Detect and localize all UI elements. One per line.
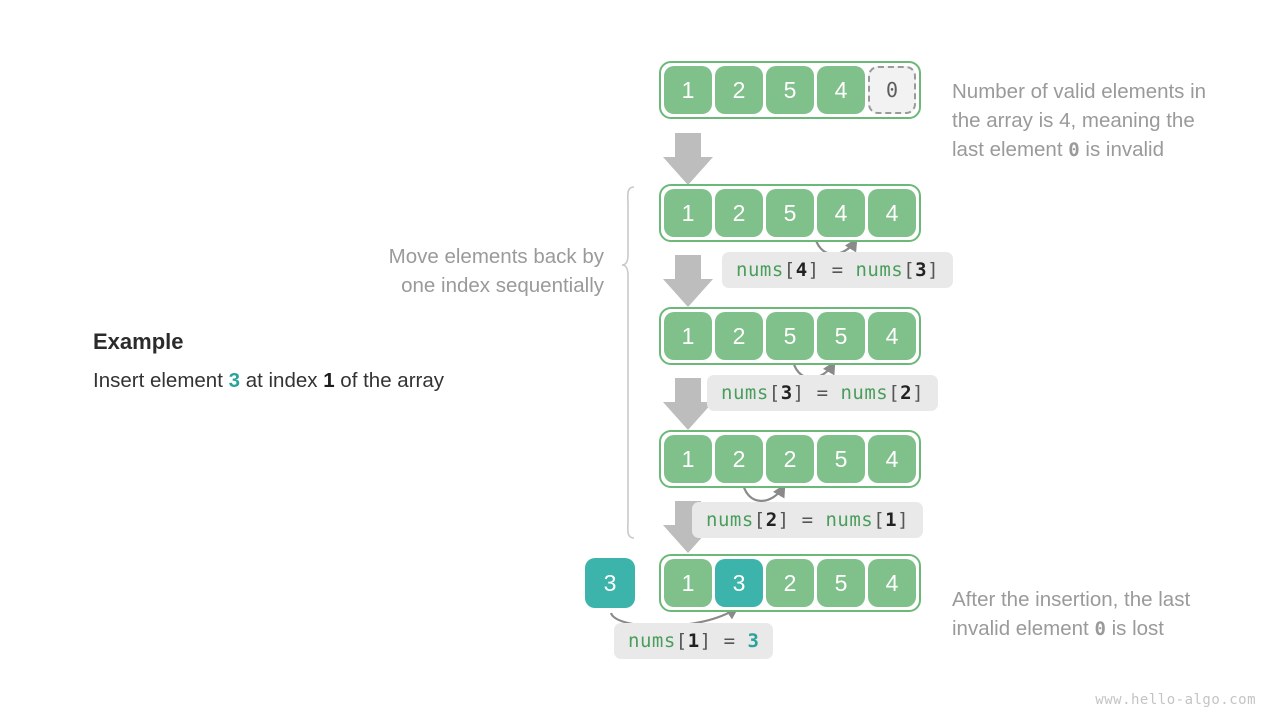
- note-bottom-right-part-a: After the insertion, the last invalid el…: [952, 588, 1191, 640]
- array-cell: 4: [817, 66, 865, 114]
- chip-identifier-right: nums: [855, 259, 904, 281]
- code-chip-3: nums[2] = nums[1]: [692, 502, 924, 538]
- chip-identifier-left: nums: [721, 382, 769, 404]
- chip-index-left: 2: [765, 509, 778, 531]
- example-suffix: of the array: [334, 369, 444, 392]
- insert-element-box: 3: [585, 558, 635, 608]
- example-prefix: Insert element: [93, 369, 229, 392]
- chip-bracket-open-left: [: [768, 382, 781, 404]
- chip-bracket-open-left: [: [753, 509, 766, 531]
- array-cell: 1: [664, 435, 712, 483]
- array-cell: 1: [664, 312, 712, 360]
- note-top-right-mono-zero: 0: [1068, 139, 1080, 161]
- code-chip-1: nums[4] = nums[3]: [722, 252, 954, 288]
- example-description: Insert element 3 at index 1 of the array: [93, 369, 444, 393]
- chip-bracket-open-left: [: [783, 259, 796, 281]
- chip-literal-value: 3: [747, 630, 760, 652]
- array-cell: 5: [766, 189, 814, 237]
- code-chip-4: nums[1] = 3: [614, 623, 774, 659]
- chip-index-left: 4: [795, 259, 808, 281]
- array-cell: 4: [868, 189, 916, 237]
- array-cell: 2: [766, 559, 814, 607]
- chip-bracket-close-right: ]: [927, 259, 940, 281]
- chip-bracket-open-right: [: [873, 509, 886, 531]
- watermark: www.hello-algo.com: [1095, 692, 1256, 708]
- array-cell: 5: [817, 312, 865, 360]
- chip-identifier-left: nums: [706, 509, 754, 531]
- code-chip-2: nums[3] = nums[2]: [707, 375, 939, 411]
- chip-bracket-open-left: [: [675, 630, 688, 652]
- array-cell: 2: [715, 189, 763, 237]
- array-cell: 5: [766, 66, 814, 114]
- chip-index-right: 3: [915, 259, 928, 281]
- down-arrow-1: [663, 133, 713, 185]
- note-shift-group: Move elements back by one index sequenti…: [388, 245, 604, 297]
- array-cell: 5: [766, 312, 814, 360]
- chip-identifier-left: nums: [736, 259, 784, 281]
- array-cell: 2: [766, 435, 814, 483]
- insert-element-value: 3: [603, 569, 617, 596]
- chip-bracket-close-left: ]: [792, 382, 805, 404]
- note-bottom-right: After the insertion, the last invalid el…: [952, 556, 1262, 644]
- chip-bracket-close-right: ]: [897, 509, 910, 531]
- array-cell: 4: [868, 312, 916, 360]
- chip-identifier-left: nums: [628, 630, 676, 652]
- chip-index-right: 2: [900, 382, 913, 404]
- array-cell: 5: [817, 559, 865, 607]
- chip-bracket-close-left: ]: [699, 630, 712, 652]
- note-bottom-right-mono-zero: 0: [1094, 618, 1106, 640]
- array-cell: 1: [664, 559, 712, 607]
- array-cell: 2: [715, 312, 763, 360]
- array-cell: 1: [664, 66, 712, 114]
- chip-index-left: 3: [780, 382, 793, 404]
- chip-bracket-close-left: ]: [777, 509, 790, 531]
- note-top-right-part-a: Number of valid elements in the array is…: [952, 80, 1207, 161]
- array-cell: 5: [817, 435, 865, 483]
- array-cell: 2: [715, 66, 763, 114]
- chip-bracket-open-right: [: [888, 382, 901, 404]
- chip-bracket-close-right: ]: [912, 382, 925, 404]
- chip-operator: =: [804, 382, 841, 404]
- example-index: 1: [323, 369, 335, 392]
- down-arrow-3: [663, 378, 713, 430]
- chip-operator: =: [789, 509, 826, 531]
- example-value: 3: [228, 369, 240, 392]
- chip-identifier-right: nums: [825, 509, 874, 531]
- chip-operator: =: [711, 630, 748, 652]
- group-brace: [621, 186, 635, 539]
- chip-operator: =: [819, 259, 856, 281]
- array-cell: 4: [868, 435, 916, 483]
- example-middle: at index: [240, 369, 324, 392]
- example-heading: Example: [93, 329, 184, 354]
- chip-index-left: 1: [687, 630, 700, 652]
- down-arrow-2: [663, 255, 713, 307]
- array-cell: 2: [715, 435, 763, 483]
- chip-index-right: 1: [885, 509, 898, 531]
- array-cell: 0: [868, 66, 916, 114]
- note-top-right: Number of valid elements in the array is…: [952, 48, 1262, 165]
- array-cell: 1: [664, 189, 712, 237]
- note-bottom-right-part-b: is lost: [1105, 617, 1165, 640]
- note-top-right-part-b: is invalid: [1079, 138, 1164, 161]
- chip-bracket-open-right: [: [903, 259, 916, 281]
- chip-identifier-right: nums: [840, 382, 889, 404]
- array-cell: 3: [715, 559, 763, 607]
- array-cell: 4: [868, 559, 916, 607]
- array-cell: 4: [817, 189, 865, 237]
- chip-bracket-close-left: ]: [807, 259, 820, 281]
